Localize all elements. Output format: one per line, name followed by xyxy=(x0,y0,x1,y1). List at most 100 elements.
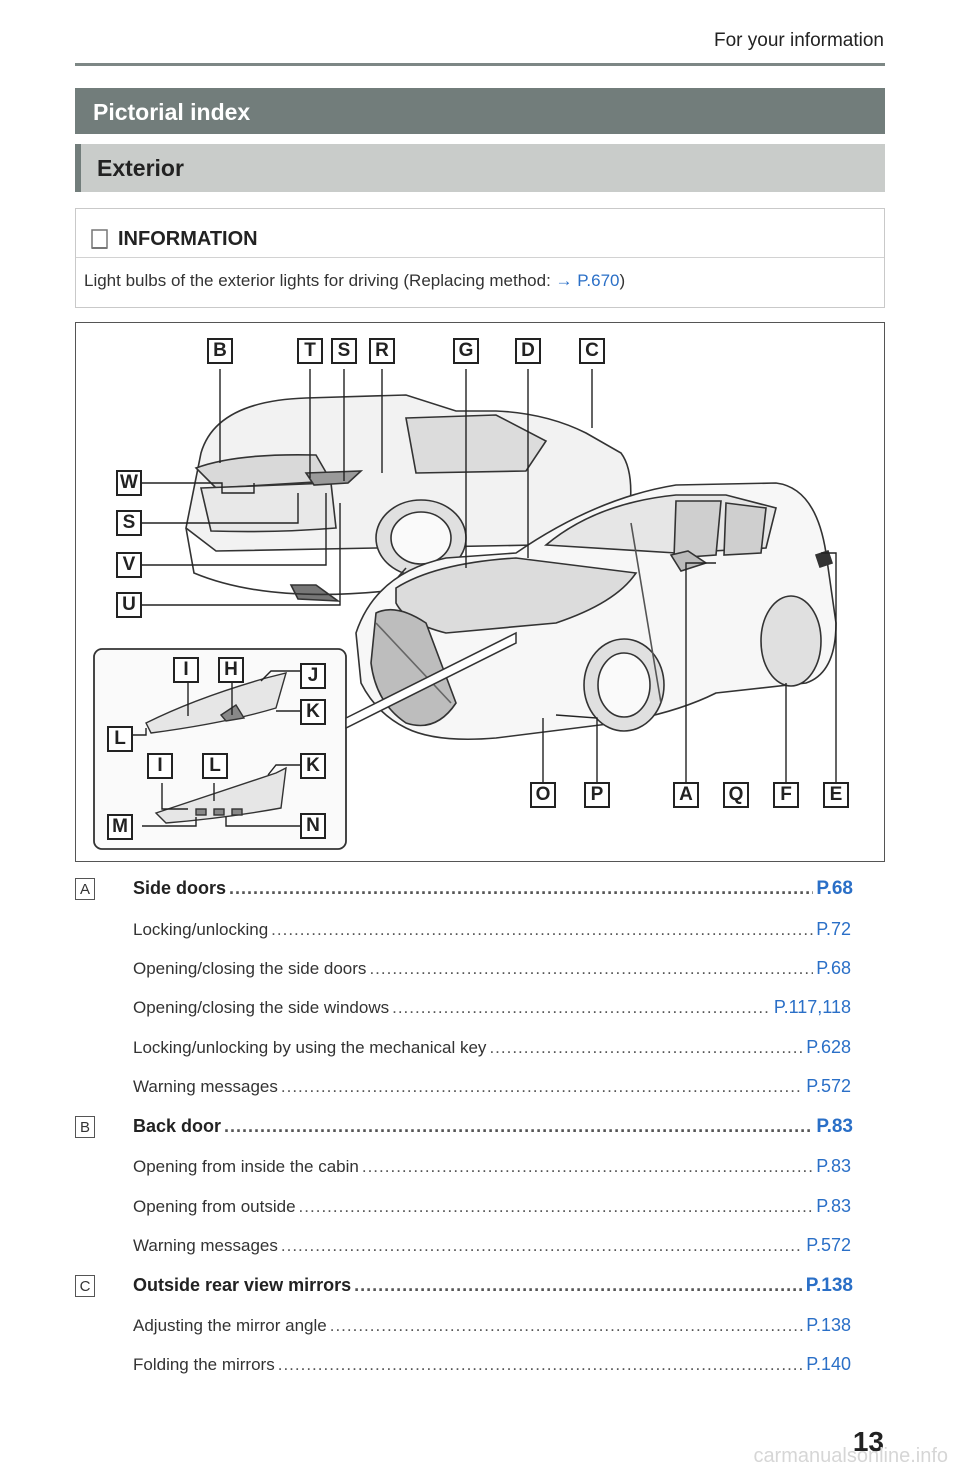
header-rule xyxy=(75,63,885,66)
sub-entry[interactable]: Opening/closing the side windows P.117,11… xyxy=(133,997,851,1018)
callout-inset-j: J xyxy=(300,663,326,689)
information-header: INFORMATION xyxy=(90,221,258,257)
sub-entry-label: Adjusting the mirror angle xyxy=(133,1316,327,1335)
callout-g: G xyxy=(453,338,479,364)
sub-entry-page[interactable]: P.628 xyxy=(806,1037,851,1057)
callout-inset-i: I xyxy=(173,657,199,683)
entry-page[interactable]: P.68 xyxy=(816,878,853,899)
notepad-icon xyxy=(91,229,108,249)
callout-inset-lower-i: I xyxy=(147,753,173,779)
leader-dots xyxy=(354,1275,803,1296)
information-title: INFORMATION xyxy=(118,227,258,250)
leader-dots xyxy=(362,1157,813,1177)
sub-entry-label: Warning messages xyxy=(133,1236,278,1255)
entry-page[interactable]: P.83 xyxy=(816,1116,853,1137)
sub-entry[interactable]: Adjusting the mirror angle P.138 xyxy=(133,1315,851,1336)
sub-entry-page[interactable]: P.83 xyxy=(816,1156,851,1176)
entry-label: Side doors xyxy=(133,878,227,898)
leader-dots xyxy=(224,1116,813,1137)
information-divider xyxy=(76,257,884,258)
index-entry-side-doors[interactable]: Side doors P.68 xyxy=(133,878,853,900)
callout-s-top: S xyxy=(331,338,357,364)
leader-dots xyxy=(369,959,813,979)
index-entry-outside-mirrors[interactable]: Outside rear view mirrors P.138 xyxy=(133,1275,853,1297)
callout-inset-lower-k: K xyxy=(300,753,326,779)
sub-entry-label: Opening/closing the side doors xyxy=(133,959,367,978)
leader-dots xyxy=(281,1236,803,1256)
callout-inset-k: K xyxy=(300,699,326,725)
information-box: INFORMATION Light bulbs of the exterior … xyxy=(75,208,885,308)
entry-label: Back door xyxy=(133,1116,222,1136)
leader-dots xyxy=(229,878,813,899)
callout-u: U xyxy=(116,592,142,618)
index-letter-c: C xyxy=(75,1275,95,1297)
callout-d: D xyxy=(515,338,541,364)
callout-inset-n: N xyxy=(300,813,326,839)
sub-entry-label: Folding the mirrors xyxy=(133,1355,275,1374)
sub-entry-page[interactable]: P.83 xyxy=(816,1196,851,1216)
callout-inset-lower-l: L xyxy=(202,753,228,779)
sub-entry-label: Opening from inside the cabin xyxy=(133,1157,359,1176)
callout-p: P xyxy=(584,782,610,808)
leader-dots xyxy=(278,1355,804,1375)
callout-q: Q xyxy=(723,782,749,808)
sub-entry-label: Warning messages xyxy=(133,1077,278,1096)
callout-e: E xyxy=(823,782,849,808)
entry-label: Outside rear view mirrors xyxy=(133,1275,352,1295)
sub-entry-page[interactable]: P.572 xyxy=(806,1235,851,1255)
callout-c: C xyxy=(579,338,605,364)
sub-entry[interactable]: Locking/unlocking by using the mechanica… xyxy=(133,1037,851,1058)
exterior-illustration: B T S R G D C W S V U I H J K L I L K M … xyxy=(75,322,885,862)
callout-r: R xyxy=(369,338,395,364)
callout-a: A xyxy=(673,782,699,808)
callout-w: W xyxy=(116,470,142,496)
index-entry-back-door[interactable]: Back door P.83 xyxy=(133,1116,853,1138)
index-letter-b: B xyxy=(75,1116,95,1138)
callout-b: B xyxy=(207,338,233,364)
sub-entry-page[interactable]: P.138 xyxy=(806,1315,851,1335)
page-number: 13 xyxy=(852,1426,884,1457)
sub-entry-label: Locking/unlocking by using the mechanica… xyxy=(133,1038,487,1057)
sub-entry-label: Opening/closing the side windows xyxy=(133,998,390,1017)
callout-f: F xyxy=(773,782,799,808)
sub-entry[interactable]: Opening from inside the cabin P.83 xyxy=(133,1156,851,1177)
callout-inset-h: H xyxy=(218,657,244,683)
section-title-band: Pictorial index xyxy=(75,88,885,134)
sub-entry[interactable]: Opening/closing the side doors P.68 xyxy=(133,958,851,979)
callout-v: V xyxy=(116,552,142,578)
sub-entry-page[interactable]: P.117,118 xyxy=(773,997,851,1017)
information-text: Light bulbs of the exterior lights for d… xyxy=(84,271,625,291)
subsection-title: Exterior xyxy=(97,155,184,181)
sub-entry[interactable]: Opening from outside P.83 xyxy=(133,1196,851,1217)
sub-entry[interactable]: Locking/unlockingP.72 xyxy=(133,919,851,940)
sub-entry-page[interactable]: P.72 xyxy=(816,919,851,939)
sub-entry[interactable]: Warning messages P.572 xyxy=(133,1235,851,1256)
leader-dots xyxy=(281,1077,803,1097)
sub-entry-label: Opening from outside xyxy=(133,1197,296,1216)
callout-s-left: S xyxy=(116,510,142,536)
section-title: Pictorial index xyxy=(93,99,251,125)
information-page-link[interactable]: P.670 xyxy=(577,271,620,290)
callout-inset-l: L xyxy=(107,726,133,752)
sub-entry-page[interactable]: P.68 xyxy=(816,958,851,978)
watermark: carmanualsonline.info xyxy=(753,1445,948,1467)
leader-dots xyxy=(489,1038,803,1058)
information-text-body: Light bulbs of the exterior lights for d… xyxy=(84,271,556,290)
vehicle-drawing xyxy=(93,369,837,861)
information-arrow: → xyxy=(555,271,573,290)
leader-dots xyxy=(392,998,771,1018)
information-text-end: ) xyxy=(619,271,626,290)
leader-dots xyxy=(299,1197,814,1217)
sub-entry[interactable]: Warning messages P.572 xyxy=(133,1076,851,1097)
callout-t: T xyxy=(297,338,323,364)
leader-dots xyxy=(330,1316,804,1336)
sub-entry[interactable]: Folding the mirrors P.140 xyxy=(133,1354,851,1375)
subsection-title-band: Exterior xyxy=(75,144,885,192)
index-letter-a: A xyxy=(75,878,95,900)
callout-o: O xyxy=(530,782,556,808)
leader-dots xyxy=(271,920,813,940)
sub-entry-page[interactable]: P.140 xyxy=(806,1354,851,1374)
callout-inset-m: M xyxy=(107,814,133,840)
entry-page[interactable]: P.138 xyxy=(805,1275,853,1296)
sub-entry-page[interactable]: P.572 xyxy=(806,1076,851,1096)
